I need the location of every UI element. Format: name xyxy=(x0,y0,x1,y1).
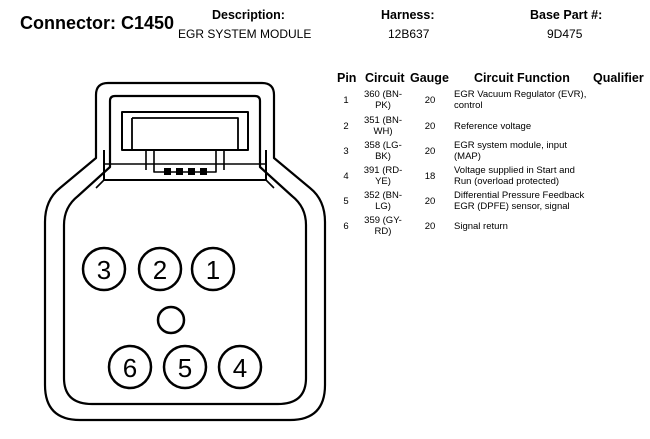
latch-tab-3 xyxy=(188,168,195,175)
pin-cavity-5 xyxy=(162,344,208,390)
latch-tab-1 xyxy=(164,168,171,175)
latch-tab-4 xyxy=(200,168,207,175)
col-header-circuit-function: Circuit Function xyxy=(474,71,570,85)
table-row-3-circuit: 358 (LG-BK) xyxy=(364,140,402,162)
latch-arm xyxy=(121,111,249,151)
table-row-3-gauge: 20 xyxy=(424,146,436,157)
pin-label-1: 1 xyxy=(206,255,220,285)
table-row-1-function: EGR Vacuum Regulator (EVR),control xyxy=(454,89,587,111)
table-row-4-pin: 4 xyxy=(343,171,349,182)
pin-label-2: 2 xyxy=(153,255,167,285)
description-value: EGR SYSTEM MODULE xyxy=(178,27,312,41)
harness-label: Harness: xyxy=(381,8,435,22)
table-row-4-circuit: 391 (RD-YE) xyxy=(363,165,403,187)
pin-cavity-6 xyxy=(107,344,153,390)
table-row-4-gauge: 18 xyxy=(424,171,436,182)
pin-label-5: 5 xyxy=(178,353,192,383)
pin-label-3: 3 xyxy=(97,255,111,285)
table-row-6-function: Signal return xyxy=(454,221,508,232)
table-row-5-circuit: 352 (BN-LG) xyxy=(363,190,402,212)
pin-cavity-2 xyxy=(137,246,183,292)
col-header-qualifier: Qualifier xyxy=(593,71,644,85)
table-row-1-pin: 1 xyxy=(343,95,349,106)
connector-outer-shell xyxy=(43,81,327,422)
table-row-5-gauge: 20 xyxy=(424,196,436,207)
pin-cavity-4 xyxy=(217,344,263,390)
connector-inner-shell xyxy=(62,94,308,406)
table-row-2-gauge: 20 xyxy=(424,121,436,132)
pin-cavity-3 xyxy=(81,246,127,292)
pin-label-4: 4 xyxy=(233,353,247,383)
table-row-5-pin: 5 xyxy=(343,196,349,207)
table-row-2-pin: 2 xyxy=(343,121,349,132)
connector-title: Connector: C1450 xyxy=(20,13,175,33)
table-row-2-function: Reference voltage xyxy=(454,121,532,132)
latch-tab-2 xyxy=(176,168,183,175)
latch-inner xyxy=(132,117,239,150)
col-header-gauge: Gauge xyxy=(410,71,449,85)
table-row-6-gauge: 20 xyxy=(424,221,436,232)
harness-value: 12B637 xyxy=(388,27,430,41)
table-row-6-pin: 6 xyxy=(343,221,349,232)
pin-label-6: 6 xyxy=(123,353,137,383)
table-row-6-circuit: 359 (GY-RD) xyxy=(364,215,402,237)
description-label: Description: xyxy=(212,8,285,22)
col-header-pin: Pin xyxy=(337,71,357,85)
table-row-1-gauge: 20 xyxy=(424,95,436,106)
latch-outer-bracket xyxy=(103,150,267,181)
pin-cavity-1 xyxy=(190,246,236,292)
col-header-circuit: Circuit xyxy=(365,71,405,85)
key-hole xyxy=(156,305,186,335)
table-row-3-function: EGR system module, input(MAP) xyxy=(454,140,567,162)
table-row-2-circuit: 351 (BN-WH) xyxy=(363,115,402,137)
base-part-label: Base Part #: xyxy=(530,8,603,22)
table-row-3-pin: 3 xyxy=(343,146,349,157)
base-part-value: 9D475 xyxy=(547,27,583,41)
table-row-1-circuit: 360 (BN-PK) xyxy=(363,89,402,111)
